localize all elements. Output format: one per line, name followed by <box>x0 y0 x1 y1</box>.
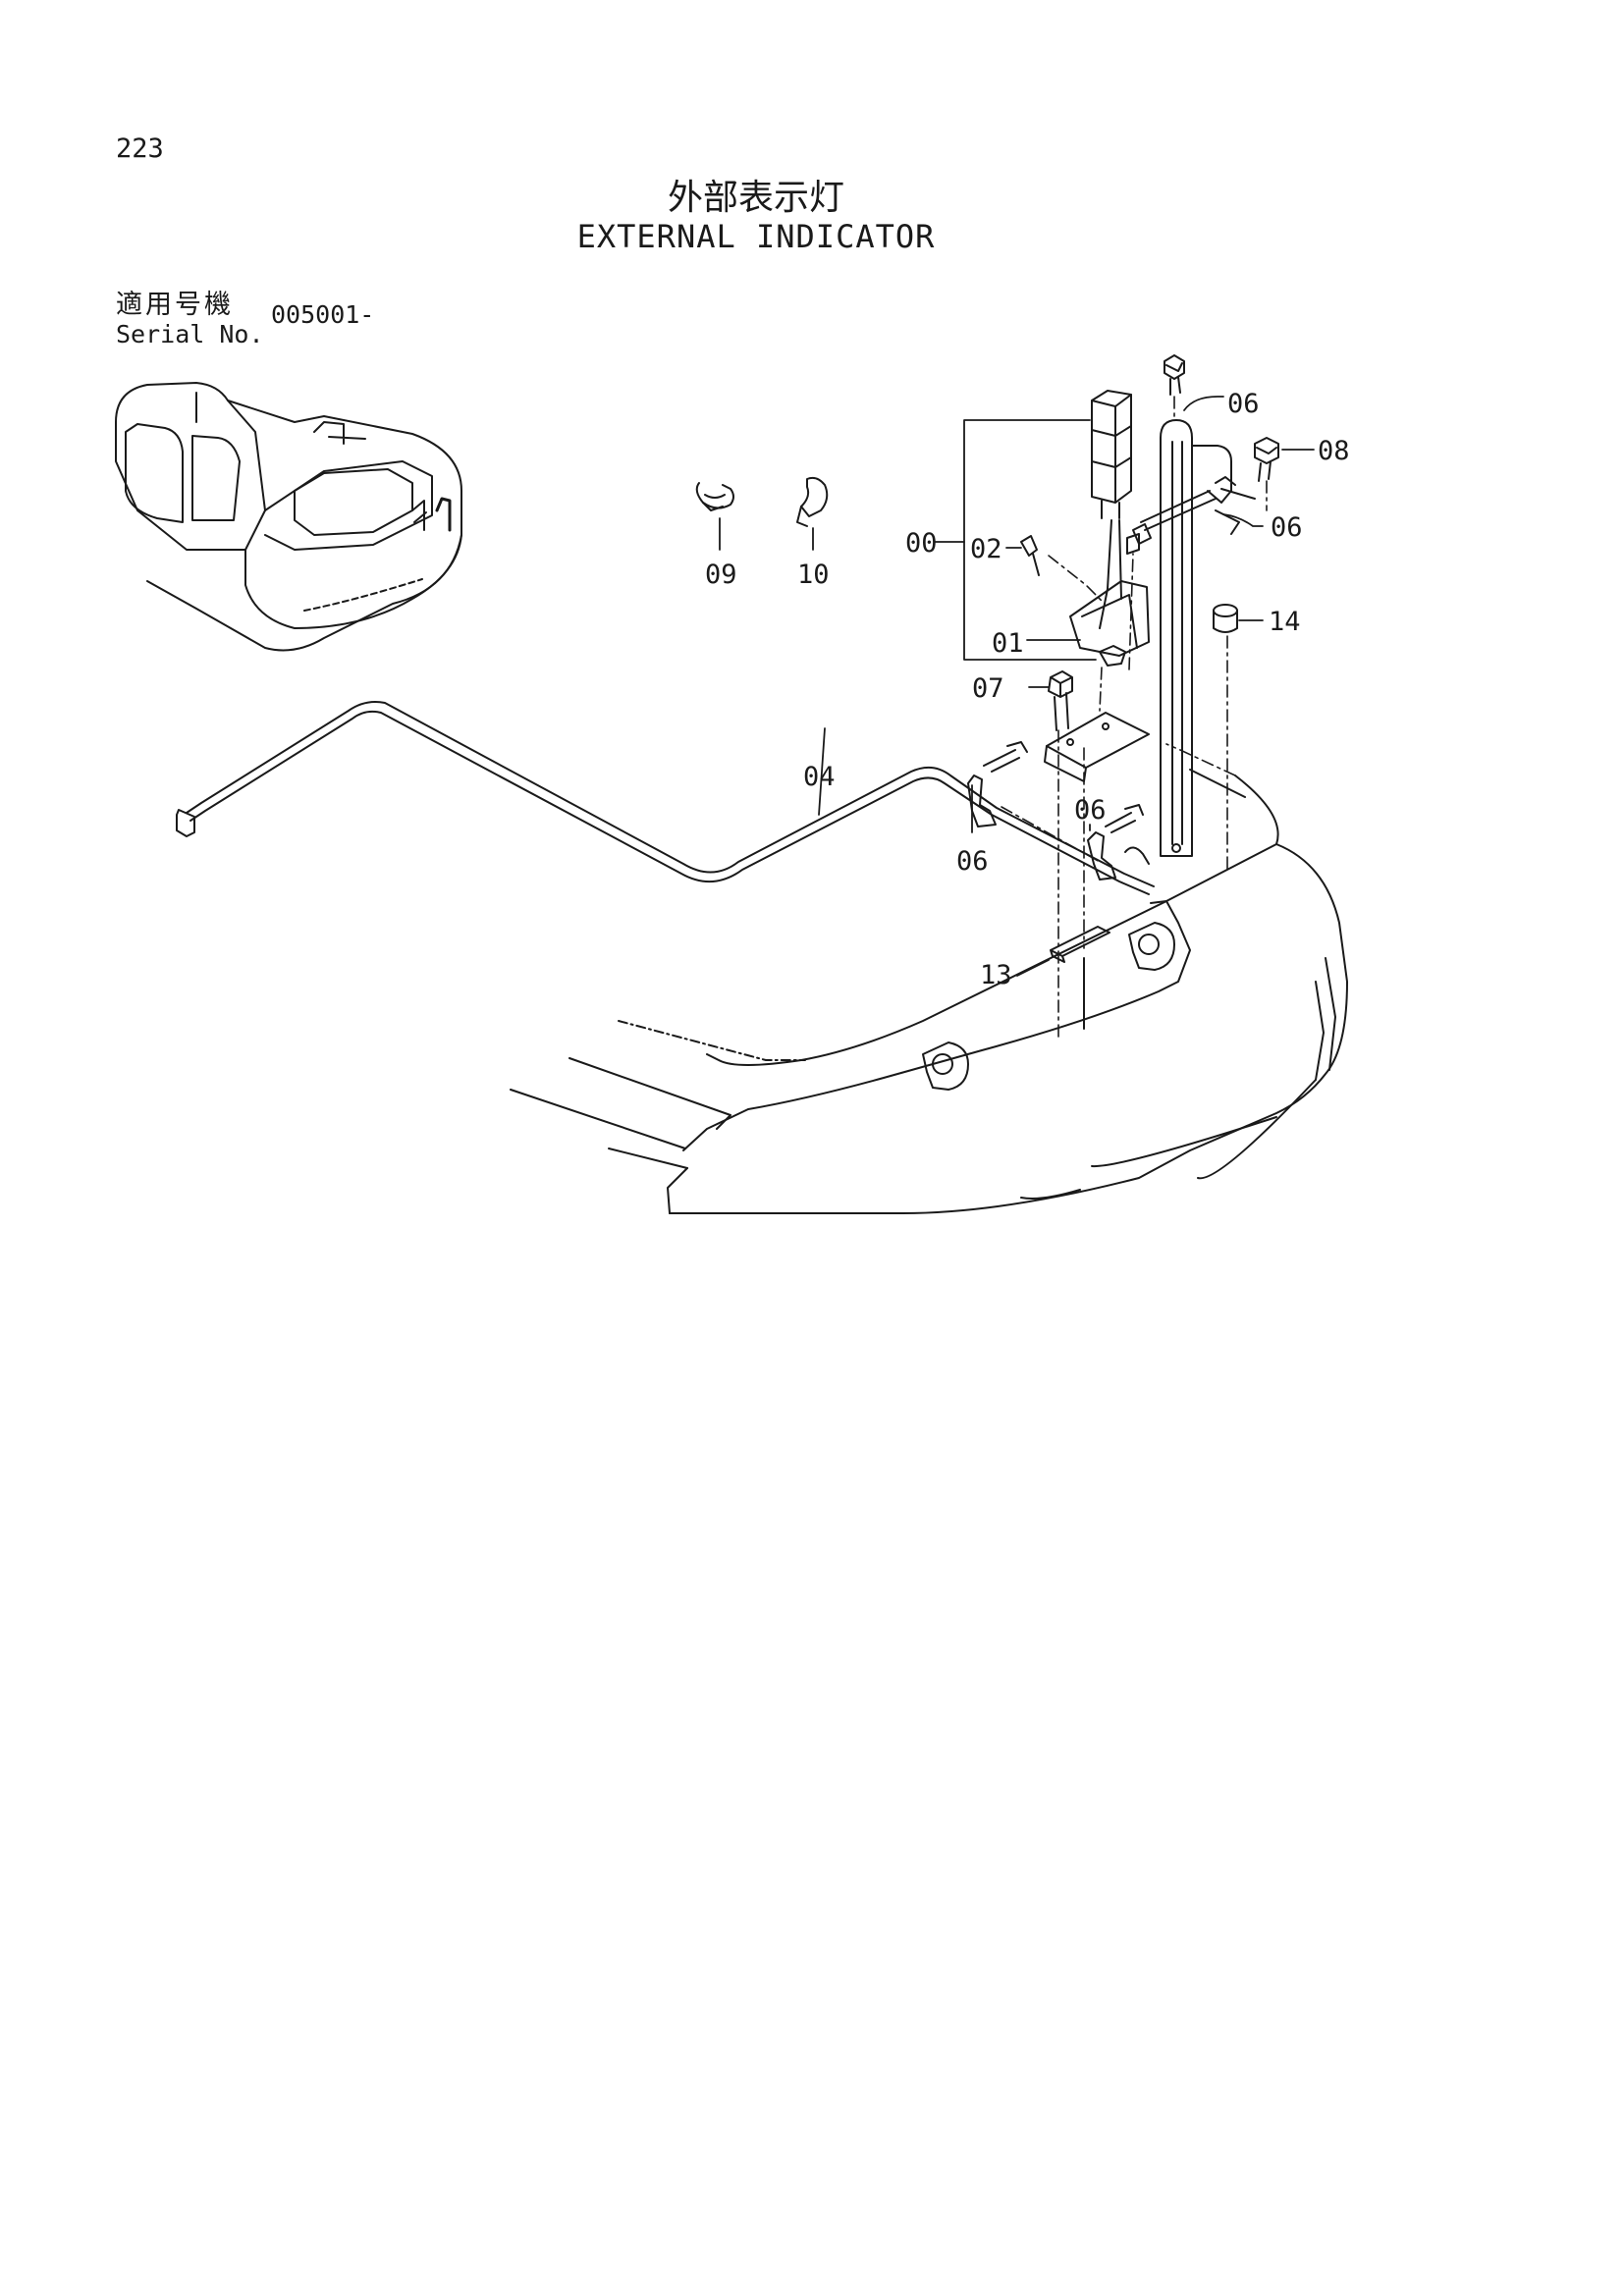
callout-07: 07 <box>972 673 1004 704</box>
clamp-06-right <box>1087 804 1150 881</box>
callout-14: 14 <box>1269 607 1301 637</box>
bolt-08 <box>1254 437 1279 482</box>
callout-labels: 00 02 01 07 06 08 06 14 09 10 04 06 06 1… <box>705 389 1350 990</box>
callout-10: 10 <box>797 560 830 590</box>
serial-label-japanese: 適用号機 <box>116 290 234 320</box>
mounting-plate <box>1044 712 1150 782</box>
callout-13: 13 <box>980 960 1012 990</box>
bolt-top <box>1164 354 1185 396</box>
callout-06-left: 06 <box>956 846 989 877</box>
callout-01: 01 <box>992 628 1024 659</box>
callout-04: 04 <box>803 762 836 792</box>
page-title: EXTERNAL INDICATOR <box>576 218 936 255</box>
spacer-14 <box>1213 604 1238 633</box>
callout-06-right: 06 <box>1074 795 1107 826</box>
callout-00: 00 <box>905 528 938 559</box>
clamp-09 <box>695 482 734 511</box>
excavator-overview-illustration <box>115 382 462 652</box>
callout-leaders <box>719 396 1315 977</box>
callout-06-top: 06 <box>1227 389 1260 419</box>
bolt-07 <box>1048 670 1073 731</box>
serial-range: 005001- <box>271 300 375 329</box>
callout-09: 09 <box>705 560 737 590</box>
clamp-06-left <box>967 741 1028 828</box>
indicator-lamp-assembly <box>1020 390 1150 667</box>
page-number: 223 <box>116 133 164 164</box>
callout-02: 02 <box>970 534 1002 564</box>
callout-08: 08 <box>1318 436 1350 466</box>
serial-label: Serial No. <box>116 320 264 348</box>
page-title-japanese: 外部表示灯 <box>667 178 844 218</box>
clamp-10 <box>796 476 829 527</box>
indicator-pole <box>1132 419 1256 857</box>
alignment-lines <box>1001 396 1268 1041</box>
harness-04 <box>176 701 1155 895</box>
counterweight <box>510 769 1348 1214</box>
callout-06-mid: 06 <box>1271 512 1303 543</box>
